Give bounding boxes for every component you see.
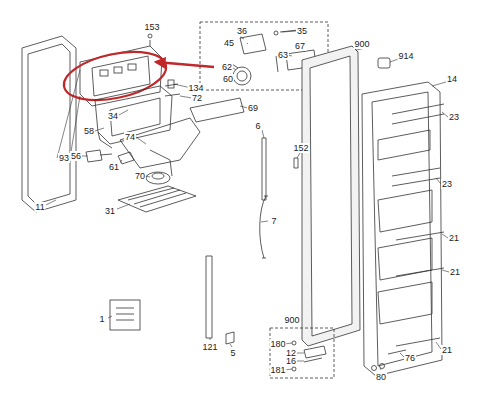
callout-number: 61 [108, 162, 120, 172]
callout-number: 60 [222, 74, 234, 84]
callout-number: 6 [254, 121, 261, 131]
callout-number: 180 [269, 339, 286, 349]
callout-number: 14 [446, 74, 458, 84]
callout-number: 93 [58, 153, 70, 163]
callout-number: 7 [270, 216, 277, 226]
callout-number: 31 [104, 206, 116, 216]
callout-number: 914 [397, 51, 414, 61]
callout-number: 80 [375, 372, 387, 382]
callout-number: 45 [223, 38, 235, 48]
callout-number: 1 [98, 314, 105, 324]
callout-number: 62 [221, 62, 233, 72]
callout-number: 72 [191, 93, 203, 103]
callout-number: 900 [283, 315, 300, 325]
callout-number: 67 [294, 41, 306, 51]
callout-number: 74 [124, 132, 136, 142]
callout-number: 121 [201, 342, 218, 352]
callout-number: 900 [353, 39, 370, 49]
callout-number: 5 [229, 348, 236, 358]
callout-number: 153 [143, 22, 160, 32]
callout-number: 58 [83, 126, 95, 136]
callout-number: 11 [34, 202, 45, 212]
callout-number: 16 [285, 356, 297, 366]
callout-number: 21 [441, 345, 453, 355]
callout-number: 63 [277, 50, 289, 60]
callout-number: 35 [296, 26, 308, 36]
callout-number: 56 [70, 151, 82, 161]
callout-number: 76 [404, 353, 416, 363]
callout-number: 181 [269, 365, 286, 375]
callout-number: 36 [236, 26, 248, 36]
callout-number: 23 [441, 179, 453, 189]
callout-number: 21 [449, 267, 461, 277]
callout-number: 134 [187, 83, 204, 93]
callout-number: 69 [247, 103, 259, 113]
callout-number: 70 [134, 171, 146, 181]
callout-number: 34 [107, 111, 119, 121]
callout-number: 21 [448, 233, 460, 243]
callout-number: 23 [448, 112, 460, 122]
callout-number: 152 [292, 143, 309, 153]
